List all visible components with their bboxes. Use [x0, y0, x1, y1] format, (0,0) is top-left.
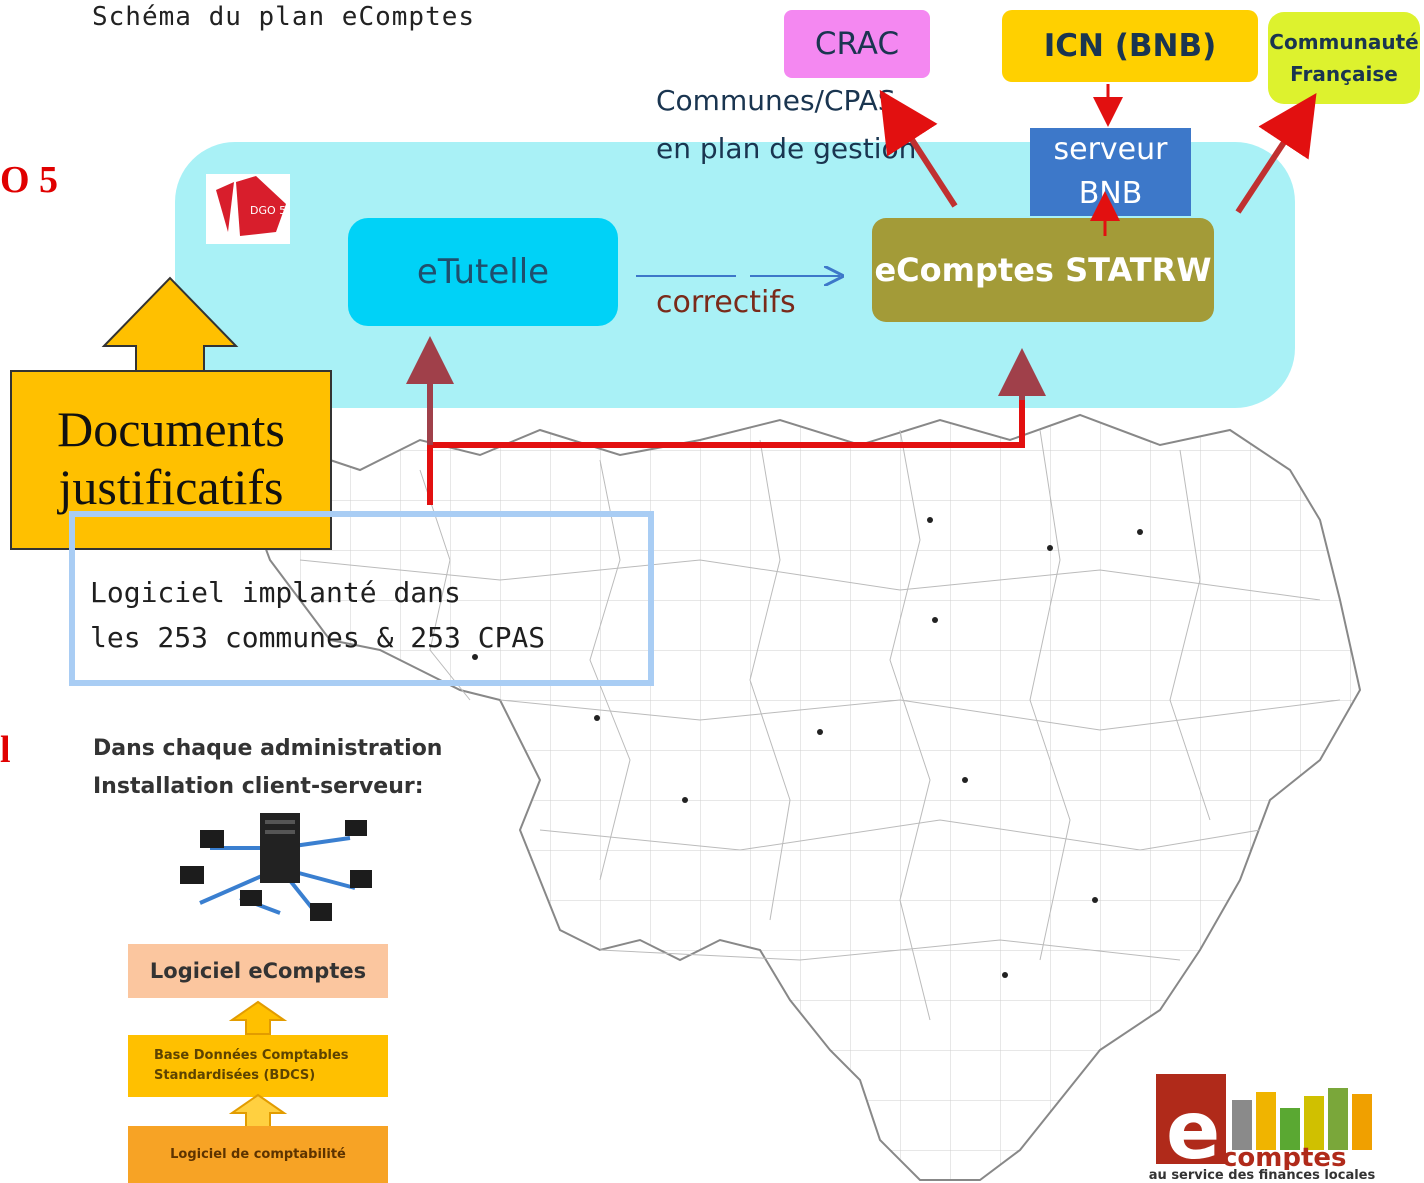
- software-line1: Logiciel implanté dans: [90, 576, 461, 609]
- dgo5-logo-text: DGO 5: [250, 204, 286, 217]
- stack-arrow-2: [228, 1093, 288, 1128]
- software-text: Logiciel implanté dans les 253 communes …: [90, 570, 545, 660]
- statrw-label: eComptes STATRW: [874, 251, 1212, 289]
- network-icon: [180, 813, 372, 921]
- documents-line2: justificatifs: [58, 459, 284, 515]
- communes-label-line1: Communes/CPAS: [656, 84, 896, 117]
- stack-logiciel-ecomptes: Logiciel eComptes: [128, 944, 388, 998]
- communaute-line2: Française: [1290, 62, 1398, 86]
- stack-logiciel-comptabilite: Logiciel de comptabilité: [128, 1126, 388, 1183]
- communes-label-line2: en plan de gestion: [656, 132, 917, 165]
- icn-label: ICN (BNB): [1043, 28, 1217, 64]
- ecomptes-logo: e comptes: [1138, 1070, 1386, 1183]
- software-line2: les 253 communes & 253 CPAS: [90, 621, 546, 654]
- stack-bdcs-line2: Standardisées (BDCS): [154, 1068, 316, 1083]
- stack-bdcs: Base Données Comptables Standardisées (B…: [128, 1035, 388, 1097]
- etutelle-label: eTutelle: [416, 252, 550, 292]
- admin-text: Dans chaque administration Installation …: [93, 730, 442, 806]
- documents-line1: Documents: [57, 401, 285, 457]
- statrw-box: eComptes STATRW: [872, 218, 1214, 322]
- side-label-top: O 5: [0, 159, 59, 201]
- svg-text:e: e: [1166, 1084, 1220, 1170]
- diagram-title: Schéma du plan eComptes: [92, 2, 476, 32]
- stack-arrow-1: [228, 1000, 288, 1035]
- admin-line2: Installation client-serveur:: [93, 774, 424, 799]
- arrow-to-communaute: [1235, 92, 1317, 214]
- communaute-line1: Communauté: [1269, 30, 1419, 54]
- stack-bdcs-line1: Base Données Comptables: [154, 1048, 349, 1063]
- admin-line1: Dans chaque administration: [93, 736, 443, 761]
- crac-label: CRAC: [814, 26, 900, 62]
- crac-box: CRAC: [784, 10, 930, 78]
- documents-arrow-head: [101, 276, 239, 373]
- ecomptes-logo-text: comptes: [1222, 1143, 1347, 1170]
- documents-justificatifs-box: Documents justificatifs: [10, 370, 332, 550]
- ecomptes-tagline: au service des finances locales: [1148, 1168, 1376, 1183]
- icn-box: ICN (BNB): [1002, 10, 1258, 82]
- correctifs-label: correctifs: [656, 285, 796, 320]
- side-label-bottom: l: [0, 729, 11, 771]
- serveur-line1: serveur: [1053, 132, 1168, 167]
- communaute-box: Communauté Française: [1268, 12, 1420, 104]
- dgo5-logo: DGO 5: [206, 174, 290, 244]
- software-box: [69, 511, 654, 686]
- arrow-to-crac: [879, 89, 958, 208]
- feed-arrow-line: [427, 398, 1025, 505]
- etutelle-box: eTutelle: [348, 218, 618, 326]
